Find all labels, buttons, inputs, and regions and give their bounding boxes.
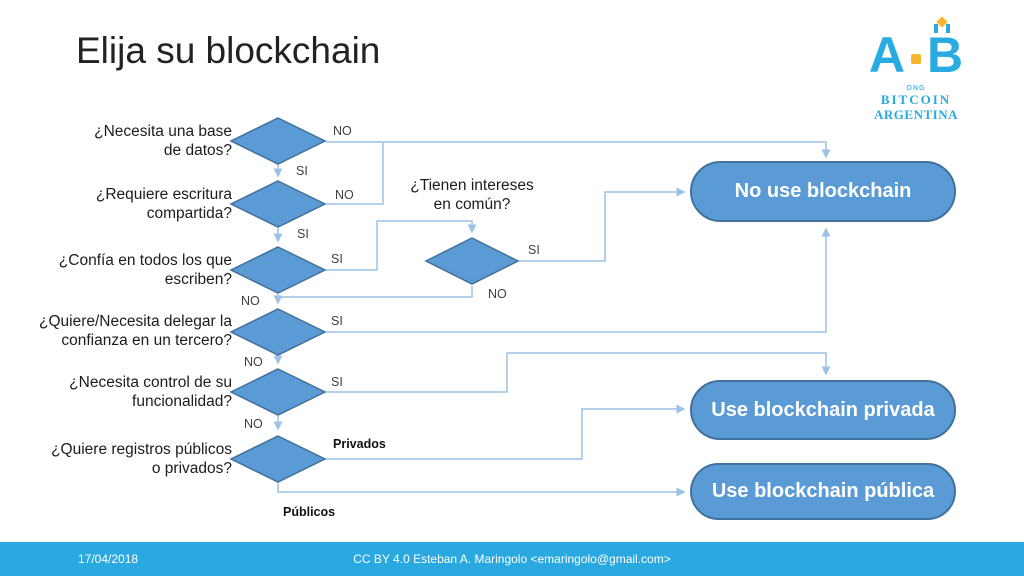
wire-q6-publicos-to-publica: [277, 483, 686, 497]
logo-ong-label: ONG: [906, 85, 926, 92]
edge-label-q5-si: SI: [331, 375, 343, 389]
question-registros-publicos-privados: ¿Quiere registros públicos o privados?: [51, 441, 232, 477]
outcome-use-blockchain-publica: Use blockchain pública: [690, 463, 956, 520]
bitcoin-prong-icon: [946, 24, 950, 33]
decision-confia-escriben: [229, 246, 327, 294]
edge-label-q4-no: NO: [244, 355, 263, 369]
bitcoin-argentina-logo: A B ONG BITCOIN ARGENTINA: [860, 16, 972, 122]
edge-label-q4-si: SI: [331, 314, 343, 328]
edge-label-privados: Privados: [333, 437, 386, 451]
outcome-label: No use blockchain: [734, 180, 912, 202]
question-control-funcionalidad: ¿Necesita control de su funcionalidad?: [69, 374, 232, 410]
footer-credit: CC BY 4.0 Esteban A. Maringolo <emaringo…: [353, 552, 671, 566]
decision-base-de-datos: [229, 117, 327, 165]
decision-control-funcionalidad: [229, 368, 327, 416]
wire-q2-no-join: [326, 143, 384, 205]
outcome-label: Use blockchain privada: [711, 398, 935, 421]
edge-label-q2-no: NO: [335, 188, 354, 202]
logo-letter-b: B: [927, 16, 963, 80]
edge-label-q5-no: NO: [244, 417, 263, 431]
logo-letter-a: A: [868, 27, 905, 83]
edge-label-q2-si: SI: [297, 227, 309, 241]
decision-delegar-confianza: [229, 308, 327, 356]
outcome-no-use-blockchain: No use blockchain: [690, 161, 956, 222]
wire-q5-si-to-privada: [326, 352, 831, 393]
decision-registros-publicos-privados: [229, 435, 327, 483]
wire-intereses-no-join: [278, 286, 473, 298]
edge-label-intereses-si: SI: [528, 243, 540, 257]
edge-label-q3-si: SI: [331, 252, 343, 266]
edge-label-publicos: Públicos: [283, 505, 336, 519]
wire-intereses-si-to-nouse: [519, 187, 686, 262]
decision-intereses-comun: [424, 237, 520, 285]
question-confia-escriben: ¿Confía en todos los que escriben?: [58, 252, 232, 288]
question-escritura-compartida: ¿Requiere escritura compartida?: [95, 186, 232, 222]
bitcoin-prong-icon: [934, 24, 938, 33]
logo-monogram: A B: [860, 16, 972, 84]
edge-label-q1-no: NO: [333, 124, 352, 138]
logo-argentina-label: ARGENTINA: [874, 107, 958, 122]
question-intereses-comun: ¿Tienen intereses en común?: [410, 177, 534, 213]
wire-q1-no-to-nouse: [326, 141, 831, 159]
page-title: Elija su blockchain: [76, 30, 381, 71]
decision-escritura-compartida: [229, 180, 327, 228]
wire-q6-privados-to-privada: [326, 404, 686, 460]
footer-bar: 17/04/2018 CC BY 4.0 Esteban A. Maringol…: [0, 542, 1024, 576]
edge-label-q3-no: NO: [241, 294, 260, 308]
edge-label-q1-si: SI: [296, 164, 308, 178]
wire-q3-si-to-intereses: [326, 220, 477, 271]
edge-label-intereses-no: NO: [488, 287, 507, 301]
question-delegar-confianza: ¿Quiere/Necesita delegar la confianza en…: [39, 313, 232, 349]
footer-date: 17/04/2018: [78, 552, 139, 566]
outcome-use-blockchain-privada: Use blockchain privada: [690, 380, 956, 440]
logo-bitcoin-label: BITCOIN: [880, 92, 952, 107]
logo-yellow-dot-icon: [911, 54, 921, 64]
question-base-de-datos: ¿Necesita una base de datos?: [94, 123, 232, 159]
wire-q4-si-to-nouse: [326, 227, 831, 333]
outcome-label: Use blockchain pública: [711, 480, 935, 502]
